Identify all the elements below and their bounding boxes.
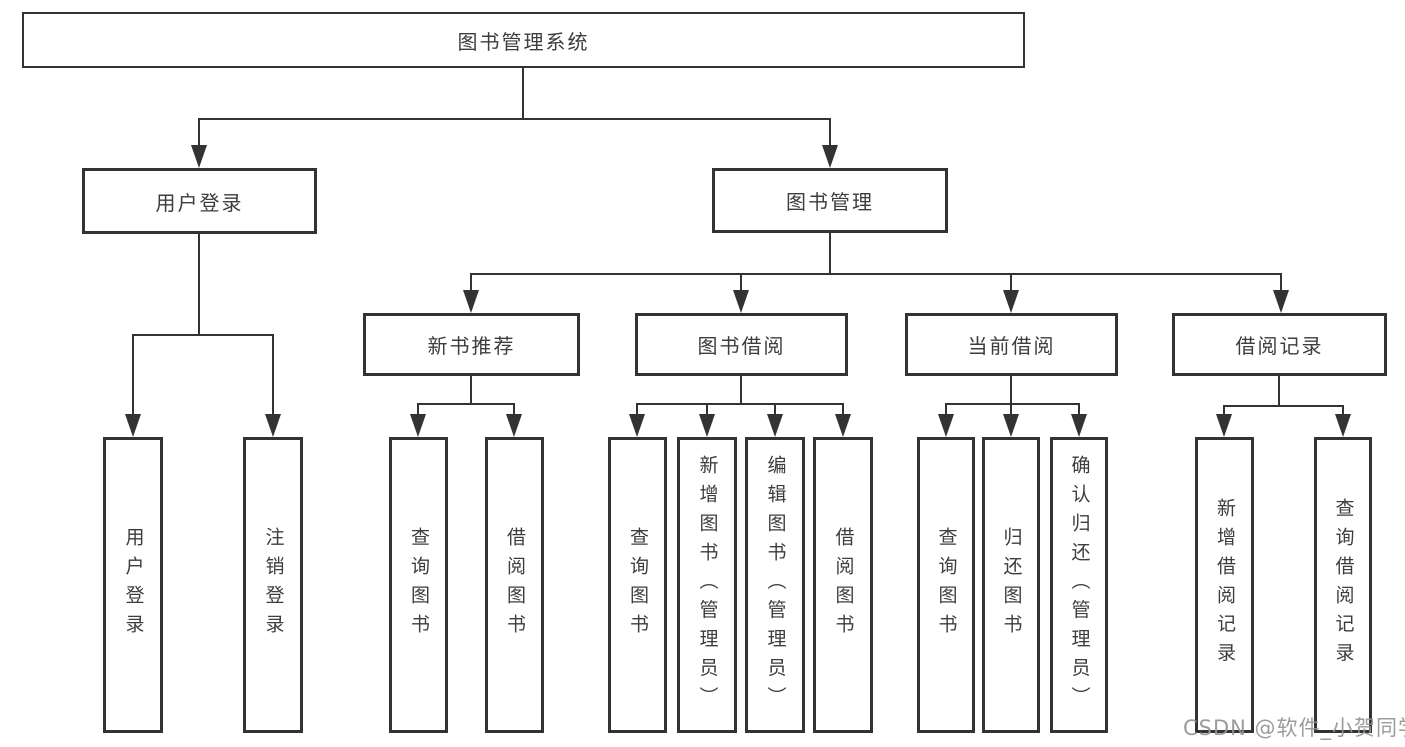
connector-borrow-records-drop — [1278, 375, 1280, 407]
connector-borrow-records-bus — [1223, 405, 1344, 407]
connector-bb-child3-tail — [774, 403, 776, 416]
connector-br-child1-tail — [1223, 405, 1225, 416]
arrowhead-bb-child1 — [629, 414, 645, 437]
leaf-borrow-books-label: 借阅图书 — [832, 527, 855, 643]
arrowhead-borrow-records — [1273, 290, 1289, 313]
connector-cb-child3-tail — [1078, 403, 1080, 416]
connector-level3-bus — [470, 273, 1282, 275]
arrowhead-br-child2 — [1335, 414, 1351, 437]
leaf-query-books-current: 查询图书 — [917, 437, 975, 733]
connector-cb-child1-tail — [945, 403, 947, 416]
leaf-user-login-label: 用户登录 — [122, 527, 145, 643]
connector-bb-child4-tail — [842, 403, 844, 416]
connector-root-drop — [522, 67, 524, 120]
connector-nb-child2-tail — [513, 403, 515, 416]
leaf-confirm-return-admin-label: 确认归还（管理员） — [1068, 455, 1091, 715]
connector-cb-child2-tail — [1010, 403, 1012, 416]
connector-user-login-tail — [198, 118, 200, 147]
connector-book-borrow-tail — [740, 273, 742, 292]
connector-bb-child2-tail — [706, 403, 708, 416]
connector-borrow-records-tail — [1280, 273, 1282, 292]
leaf-logout-login-label: 注销登录 — [262, 527, 285, 643]
node-root-system-label: 图书管理系统 — [457, 29, 590, 54]
arrowhead-bb-child3 — [767, 414, 783, 437]
arrowhead-leaf-user-login — [125, 414, 141, 437]
leaf-borrow-books: 借阅图书 — [813, 437, 873, 733]
arrowhead-bb-child2 — [699, 414, 715, 437]
leaf-borrow-books-recommend-label: 借阅图书 — [504, 527, 526, 643]
connector-user-login-drop — [198, 233, 200, 336]
arrowhead-cb-child1 — [938, 414, 954, 437]
connector-leaf-user-login-tail — [132, 334, 134, 416]
arrowhead-book-borrow — [733, 290, 749, 313]
leaf-edit-books-admin: 编辑图书（管理员） — [745, 437, 805, 733]
arrowhead-leaf-logout — [265, 414, 281, 437]
connector-current-borrow-tail — [1010, 273, 1012, 292]
leaf-add-books-admin: 新增图书（管理员） — [677, 437, 737, 733]
node-book-borrow: 图书借阅 — [635, 313, 848, 376]
arrowhead-cb-child2 — [1003, 414, 1019, 437]
node-root-system: 图书管理系统 — [22, 12, 1025, 68]
arrowhead-book-management — [822, 145, 838, 168]
leaf-add-books-admin-label: 新增图书（管理员） — [696, 455, 719, 715]
arrowhead-user-login — [191, 145, 207, 168]
connector-leaf-logout-tail — [272, 334, 274, 416]
leaf-logout-login: 注销登录 — [243, 437, 303, 733]
node-borrow-records-label: 借阅记录 — [1235, 334, 1324, 358]
arrowhead-new-book-recommend — [463, 290, 479, 313]
leaf-query-borrow-record: 查询借阅记录 — [1314, 437, 1372, 733]
leaf-query-books-current-label: 查询图书 — [935, 527, 958, 643]
leaf-query-borrow-record-label: 查询借阅记录 — [1332, 498, 1355, 672]
arrowhead-cb-child3 — [1071, 414, 1087, 437]
node-user-login-label: 用户登录 — [155, 190, 244, 215]
leaf-return-books-label: 归还图书 — [1000, 527, 1023, 643]
leaf-query-books-recommend-label: 查询图书 — [408, 527, 430, 643]
leaf-return-books: 归还图书 — [982, 437, 1040, 733]
csdn-watermark: CSDN @软件_小贺同学 — [1183, 716, 1405, 740]
arrowhead-current-borrow — [1003, 290, 1019, 313]
connector-current-borrow-bus — [945, 403, 1080, 405]
connector-user-login-bus — [132, 334, 274, 336]
connector-current-borrow-drop — [1010, 375, 1012, 405]
arrowhead-br-child1 — [1216, 414, 1232, 437]
leaf-query-books-recommend: 查询图书 — [389, 437, 448, 733]
arrowhead-nb-child2 — [506, 414, 522, 437]
arrowhead-nb-child1 — [410, 414, 426, 437]
leaf-add-borrow-record: 新增借阅记录 — [1195, 437, 1254, 733]
leaf-borrow-books-recommend: 借阅图书 — [485, 437, 544, 733]
node-book-management: 图书管理 — [712, 168, 948, 233]
connector-bb-child1-tail — [636, 403, 638, 416]
connector-new-book-tail — [470, 273, 472, 292]
leaf-confirm-return-admin: 确认归还（管理员） — [1050, 437, 1108, 733]
connector-new-book-bus — [418, 403, 515, 405]
node-borrow-records: 借阅记录 — [1172, 313, 1387, 376]
leaf-edit-books-admin-label: 编辑图书（管理员） — [764, 455, 787, 715]
leaf-user-login: 用户登录 — [103, 437, 163, 733]
node-user-login: 用户登录 — [82, 168, 317, 234]
connector-book-management-tail — [829, 118, 831, 147]
node-book-management-label: 图书管理 — [786, 190, 874, 214]
connector-nb-child1-tail — [417, 403, 419, 416]
connector-book-borrow-bus — [637, 403, 843, 405]
connector-br-child2-tail — [1342, 405, 1344, 416]
connector-new-book-drop — [470, 375, 472, 405]
node-current-borrow-label: 当前借阅 — [967, 334, 1056, 358]
node-book-borrow-label: 图书借阅 — [697, 334, 786, 358]
arrowhead-bb-child4 — [835, 414, 851, 437]
node-new-book-recommend-label: 新书推荐 — [427, 334, 516, 358]
leaf-add-borrow-record-label: 新增借阅记录 — [1214, 498, 1236, 672]
connector-book-management-drop — [829, 232, 831, 275]
node-new-book-recommend: 新书推荐 — [363, 313, 580, 376]
leaf-query-books-borrow-label: 查询图书 — [627, 527, 649, 643]
node-current-borrow: 当前借阅 — [905, 313, 1118, 376]
connector-level2-bus — [198, 118, 831, 120]
connector-book-borrow-drop — [740, 375, 742, 405]
leaf-query-books-borrow: 查询图书 — [608, 437, 667, 733]
